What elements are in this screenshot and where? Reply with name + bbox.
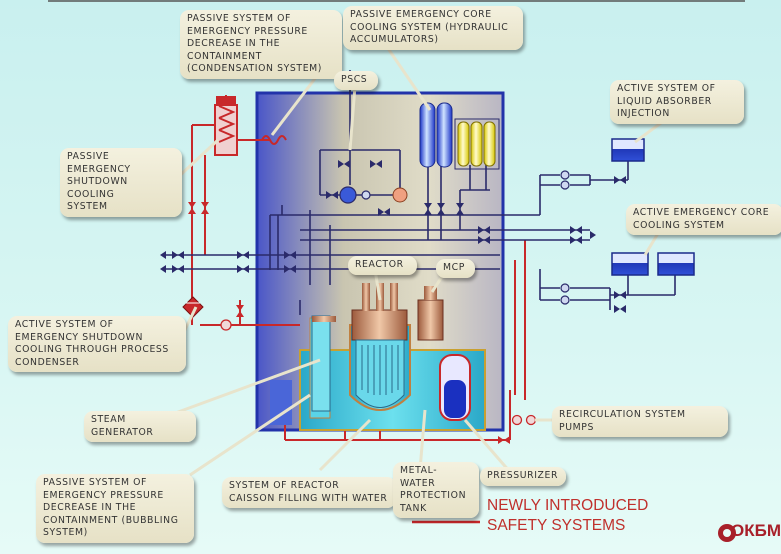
red-valves bbox=[188, 202, 510, 444]
valves bbox=[172, 160, 626, 313]
label-condensation-system: PASSIVE SYSTEM OF EMERGENCY PRESSURE DEC… bbox=[180, 10, 342, 79]
legend-text: NEWLY INTRODUCED SAFETY SYSTEMS bbox=[487, 497, 649, 534]
label-shutdown-cooling: PASSIVE EMERGENCY SHUTDOWN COOLING SYSTE… bbox=[60, 148, 182, 217]
okbm-logo: ОКБМ bbox=[731, 521, 781, 540]
flow-arrows bbox=[160, 231, 596, 273]
core-cooling-tank-2 bbox=[657, 252, 695, 276]
label-liquid-absorber: ACTIVE SYSTEM OF LIQUID ABSORBER INJECTI… bbox=[610, 80, 744, 124]
label-process-condenser: ACTIVE SYSTEM OF EMERGENCY SHUTDOWN COOL… bbox=[8, 316, 186, 372]
label-steam-generator: STEAM GENERATOR bbox=[84, 411, 196, 442]
hydraulic-accumulators bbox=[419, 102, 500, 170]
logo-mark bbox=[718, 524, 736, 542]
label-reactor: REACTOR bbox=[348, 256, 417, 275]
process-condenser-diamond bbox=[182, 296, 204, 318]
label-caisson-filling: SYSTEM OF REACTOR CAISSON FILLING WITH W… bbox=[222, 477, 396, 508]
label-pscs: PSCS bbox=[334, 71, 378, 90]
label-metal-water-tank: METAL- WATER PROTECTION TANK bbox=[393, 462, 479, 518]
label-recirculation-pumps: RECIRCULATION SYSTEM PUMPS bbox=[552, 406, 728, 437]
label-pressurizer: PRESSURIZER bbox=[480, 467, 566, 486]
label-hydraulic-accumulators: PASSIVE EMERGENCY CORE COOLING SYSTEM (H… bbox=[343, 6, 523, 50]
label-active-core-cooling: ACTIVE EMERGENCY CORE COOLING SYSTEM bbox=[626, 204, 781, 235]
mcp bbox=[417, 286, 444, 341]
pumps bbox=[339, 170, 570, 305]
pscs-heater bbox=[392, 187, 408, 203]
absorber-tank bbox=[611, 138, 645, 162]
leader-lines bbox=[169, 43, 666, 477]
label-bubbling-system: PASSIVE SYSTEM OF EMERGENCY PRESSURE DEC… bbox=[36, 474, 194, 543]
recirculation-pumps bbox=[220, 319, 537, 426]
core-cooling-tank-1 bbox=[611, 252, 649, 276]
label-mcp: MCP bbox=[436, 259, 475, 278]
